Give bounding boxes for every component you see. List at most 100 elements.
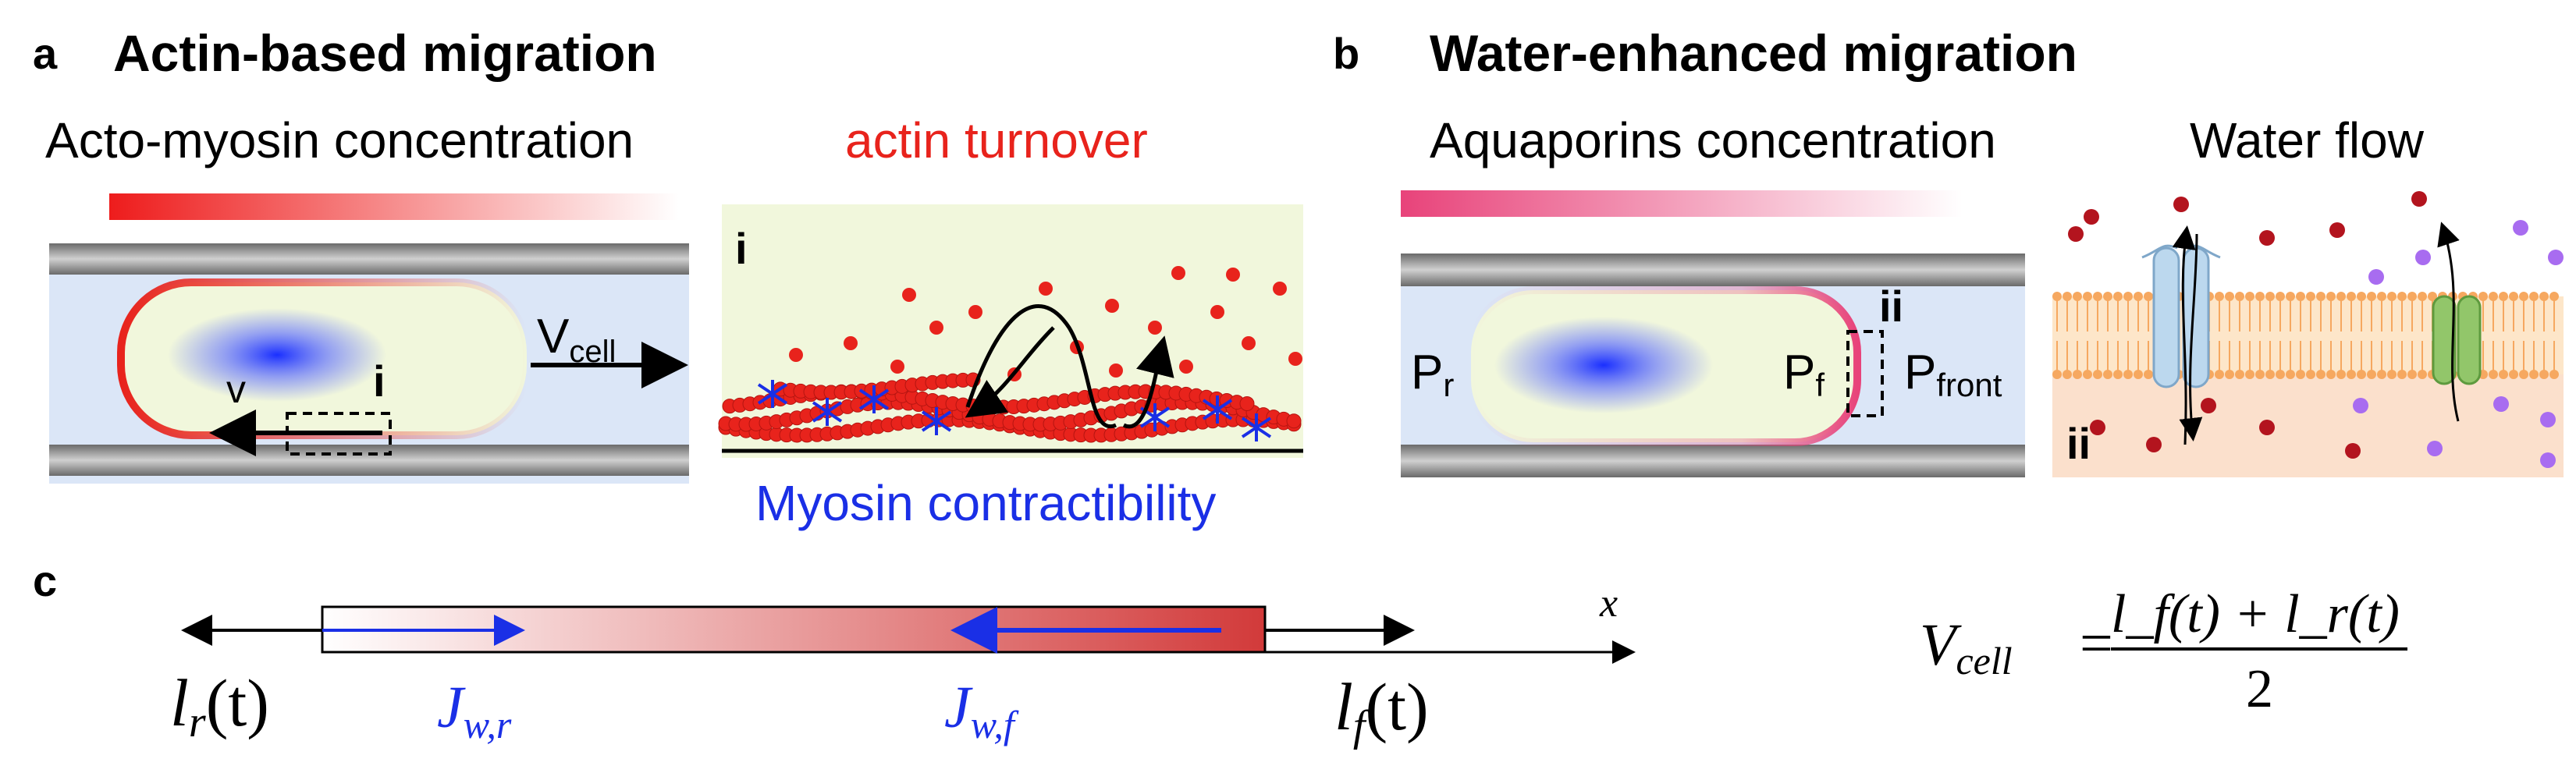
x-axis-label: x — [1599, 581, 1618, 626]
water-molecule — [2259, 230, 2275, 246]
equation-lhs: Vcell — [1920, 612, 2013, 683]
lipid-head — [2316, 370, 2326, 379]
panel-a-nucleus — [168, 308, 386, 402]
free-actin-monomers — [789, 266, 1302, 381]
panel-a-gradient-label: Acto-myosin concentration — [45, 112, 634, 168]
lipid-bilayer — [2052, 292, 2564, 379]
lipid-head — [2428, 292, 2437, 301]
water-molecule — [2329, 222, 2345, 238]
lipid-head — [2073, 292, 2082, 301]
water-molecule — [2201, 398, 2216, 413]
water-flow-arrow-3 — [2437, 222, 2460, 422]
free-actin-monomer — [968, 305, 982, 319]
myosin-motor — [1202, 395, 1233, 424]
panel-b-title: Water-enhanced migration — [1430, 24, 2077, 82]
free-actin-monomer — [902, 288, 916, 302]
water-flow-arrow-2 — [2179, 233, 2203, 441]
lipid-head — [2347, 370, 2356, 379]
solute-molecule — [2540, 412, 2556, 427]
lf-label: lf(t) — [1334, 669, 1429, 750]
solute-molecule — [2493, 396, 2509, 412]
lipid-head — [2245, 292, 2254, 301]
lipid-head — [2397, 370, 2407, 379]
lipid-head — [2347, 292, 2356, 301]
lipid-head — [2407, 370, 2417, 379]
jwf-label: Jw,f — [944, 675, 1019, 746]
lipid-head — [2357, 292, 2366, 301]
solute-molecule — [2540, 452, 2556, 468]
inset-i-marker-label: i — [373, 356, 386, 406]
lipid-head — [2093, 292, 2102, 301]
aquaporin-gradient-bar — [1401, 190, 1963, 217]
water-molecule — [2068, 226, 2084, 242]
turnover-loop-curve — [965, 304, 1117, 429]
lipid-head — [2357, 370, 2366, 379]
free-actin-monomer — [929, 321, 943, 335]
water-molecule — [2084, 209, 2099, 225]
free-actin-monomer — [1171, 266, 1185, 280]
channel-b-top-wall — [1401, 254, 2025, 286]
lipid-head — [2063, 292, 2072, 301]
panel-b-letter: b — [1333, 29, 1360, 78]
panel-c — [181, 605, 1636, 664]
lipid-head — [2336, 292, 2346, 301]
pr-label: Pr — [1411, 346, 1454, 403]
equation-denominator: 2 — [2246, 659, 2273, 719]
lipid-head — [2052, 370, 2062, 379]
myosin-motor — [921, 407, 952, 435]
myosin-motor — [757, 380, 788, 408]
free-actin-monomer — [1109, 363, 1123, 378]
free-actin-monomer — [844, 336, 858, 350]
lipid-head — [2235, 370, 2244, 379]
lipid-head — [2539, 292, 2549, 301]
solute-molecule — [2353, 398, 2368, 413]
vcell-label: Vcell — [537, 310, 616, 369]
aquaporin-channel-green — [2432, 295, 2482, 385]
lipid-head — [2519, 370, 2528, 379]
equation-equals: = — [2080, 611, 2113, 676]
free-actin-monomer — [1039, 282, 1053, 296]
water-flow-arrow-1 — [2172, 225, 2196, 445]
free-actin-monomer — [1273, 282, 1287, 296]
lipid-head — [2499, 370, 2508, 379]
lipid-head — [2418, 370, 2427, 379]
lipid-head — [2326, 370, 2336, 379]
v-label: v — [226, 367, 246, 411]
actomyosin-gradient-bar — [109, 193, 679, 220]
myosin-motor — [1241, 413, 1272, 441]
lipid-head — [2052, 292, 2062, 301]
free-actin-monomer — [789, 348, 803, 362]
lipid-head — [2499, 292, 2508, 301]
lipid-head — [2387, 370, 2397, 379]
inset-ii-title: ii — [2066, 419, 2091, 468]
lipid-head — [2529, 370, 2539, 379]
lipid-head — [2225, 370, 2234, 379]
lipid-head — [2529, 292, 2539, 301]
free-actin-monomer — [1288, 352, 1302, 366]
lipid-head — [2255, 292, 2265, 301]
lipid-head — [2519, 292, 2528, 301]
lipid-head — [2063, 370, 2072, 379]
panel-a-title: Actin-based migration — [113, 24, 657, 82]
turnover-up-arrow — [1122, 335, 1174, 429]
lipid-head — [2286, 370, 2295, 379]
free-actin-monomer — [1226, 268, 1240, 282]
lipid-head — [2073, 370, 2082, 379]
myosin-motor — [858, 385, 890, 413]
lipid-head — [2306, 370, 2315, 379]
lipid-head — [2377, 292, 2386, 301]
free-actin-monomer — [1105, 299, 1119, 313]
free-actin-monomer — [1179, 360, 1193, 374]
bilayer-core — [2052, 296, 2564, 374]
lipid-head — [2509, 292, 2518, 301]
lipid-head — [2265, 292, 2275, 301]
equation-numerator: l_f(t) + l_r(t) — [2111, 584, 2400, 644]
pfront-label: Pfront — [1904, 346, 2002, 403]
free-actin-monomer — [1242, 336, 1256, 350]
lipid-head — [2296, 292, 2305, 301]
lipid-head — [2113, 292, 2123, 301]
panel-b-nucleus — [1494, 317, 1713, 413]
inset-ii-marker-label: ii — [1879, 282, 1903, 331]
lipid-head — [2539, 370, 2549, 379]
lipid-head — [2549, 292, 2559, 301]
